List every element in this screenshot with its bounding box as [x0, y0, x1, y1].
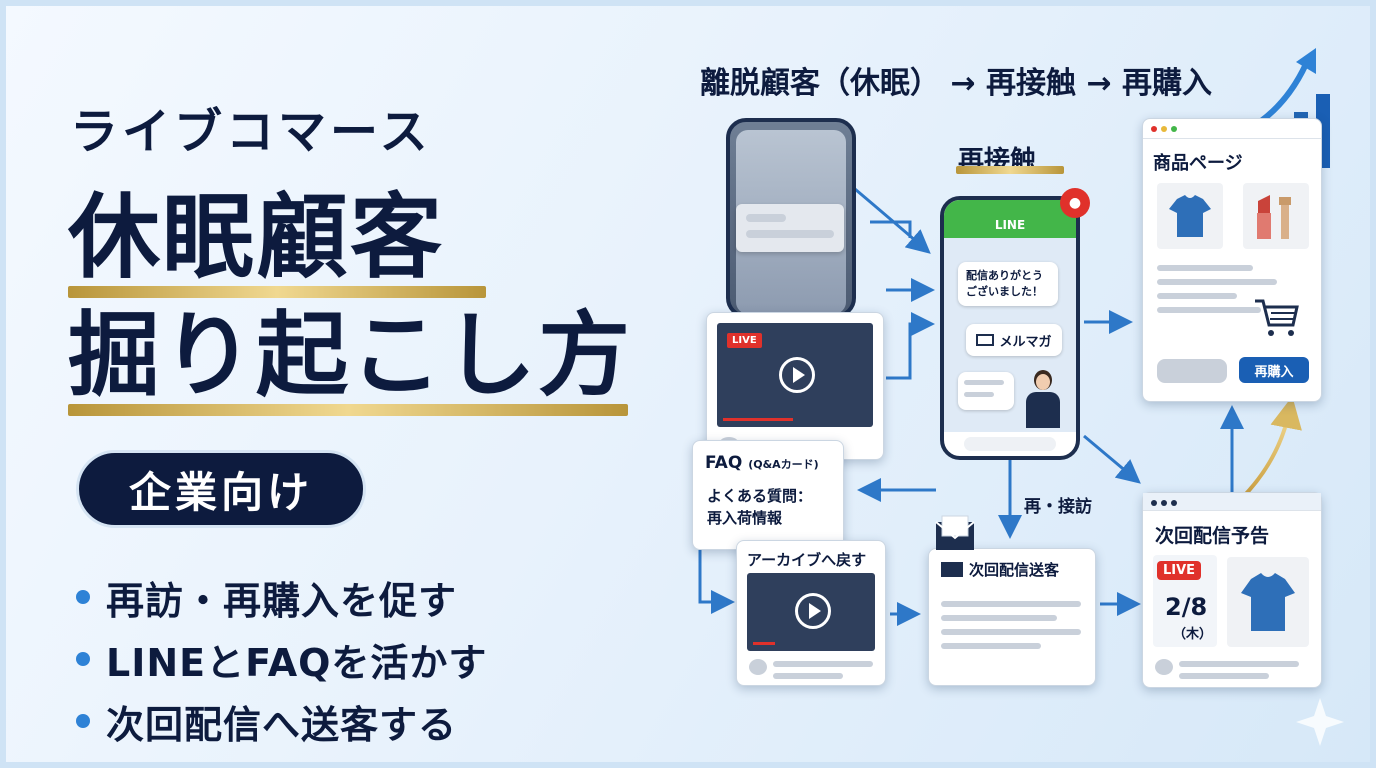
- envelope-icon: [932, 512, 978, 556]
- operator-avatar: [1026, 370, 1060, 428]
- bullet-text: 次回配信へ送客する: [106, 702, 458, 747]
- play-icon[interactable]: [779, 357, 815, 393]
- headline-underline-1: [68, 286, 486, 298]
- recontact-underline: [956, 166, 1064, 174]
- play-icon[interactable]: [795, 593, 831, 629]
- mail-icon: [941, 562, 963, 577]
- headline-line-1: 休眠顧客: [68, 184, 445, 291]
- dormant-message-bubble: [736, 204, 844, 252]
- chat-input[interactable]: [964, 437, 1056, 451]
- product-page-card[interactable]: 商品ページ 再購入: [1142, 118, 1322, 402]
- archive-card[interactable]: アーカイブへ戻す: [736, 540, 886, 686]
- window-bar: [1143, 119, 1321, 139]
- line-phone[interactable]: LINE 配信ありがとう ございました！ メルマガ: [940, 196, 1080, 460]
- tshirt-icon: [1227, 557, 1309, 647]
- faq-title: FAQ (Q&Aカード): [705, 453, 819, 473]
- chat-message: [958, 372, 1014, 410]
- line-app-header: LINE: [944, 200, 1076, 238]
- bullet-list: 再訪・再購入を促す LINEとFAQを活かす 次回配信へ送客する: [76, 566, 487, 752]
- flow-title: 離脱顧客（休眠） → 再接触 → 再購入: [700, 66, 1213, 101]
- next-send-label: 次回配信送客: [941, 559, 1059, 580]
- line-chat: 配信ありがとう ございました！ メルマガ: [944, 238, 1076, 432]
- faq-card[interactable]: FAQ (Q&Aカード) よくある質問： 再入荷情報: [692, 440, 844, 550]
- live-badge: LIVE: [1157, 561, 1202, 580]
- bullet-item: 再訪・再購入を促す: [76, 566, 487, 628]
- bullet-item: 次回配信へ送客する: [76, 690, 487, 752]
- bullet-item: LINEとFAQを活かす: [76, 628, 487, 690]
- broadcast-date: 2/8: [1165, 593, 1208, 621]
- live-video-card[interactable]: LIVE: [706, 312, 884, 460]
- video-progress: [753, 642, 775, 645]
- next-send-card[interactable]: 次回配信送客: [928, 548, 1096, 686]
- revisit-label: 再・接訪: [1024, 497, 1092, 517]
- bullet-dot: [76, 652, 90, 666]
- bullet-text: LINEとFAQを活かす: [106, 640, 488, 685]
- headline-underline-2: [68, 404, 628, 416]
- broadcast-weekday: （木）: [1173, 627, 1213, 642]
- video-screen: LIVE: [717, 323, 873, 427]
- bullet-dot: [76, 590, 90, 604]
- chat-message: 配信ありがとう ございました！: [958, 262, 1058, 306]
- archive-video-screen: [747, 573, 875, 651]
- bullet-text: 再訪・再購入を促す: [106, 578, 458, 623]
- next-preview-title: 次回配信予告: [1155, 525, 1270, 547]
- mail-icon: [976, 334, 995, 346]
- bell-icon: ●: [1060, 188, 1090, 218]
- window-bar: [1143, 493, 1321, 511]
- newsletter-message[interactable]: メルマガ: [966, 324, 1062, 356]
- faq-body: よくある質問： 再入荷情報: [707, 487, 813, 527]
- headline-line-2: 掘り起こし方: [68, 302, 633, 409]
- audience-badge: 企業向け: [76, 450, 366, 528]
- live-tag: LIVE: [727, 333, 762, 348]
- tshirt-icon: [1157, 183, 1223, 249]
- product-page-title: 商品ページ: [1153, 153, 1243, 174]
- video-progress: [723, 418, 793, 421]
- archive-label: アーカイブへ戻す: [747, 551, 867, 569]
- lipstick-icon: [1243, 183, 1309, 249]
- rebuy-button[interactable]: 再購入: [1239, 357, 1309, 383]
- headline-top: ライブコマース: [70, 104, 432, 160]
- next-broadcast-preview-card[interactable]: 次回配信予告 LIVE 2/8 （木）: [1142, 492, 1322, 688]
- bullet-dot: [76, 714, 90, 728]
- cart-icon[interactable]: [1253, 297, 1299, 343]
